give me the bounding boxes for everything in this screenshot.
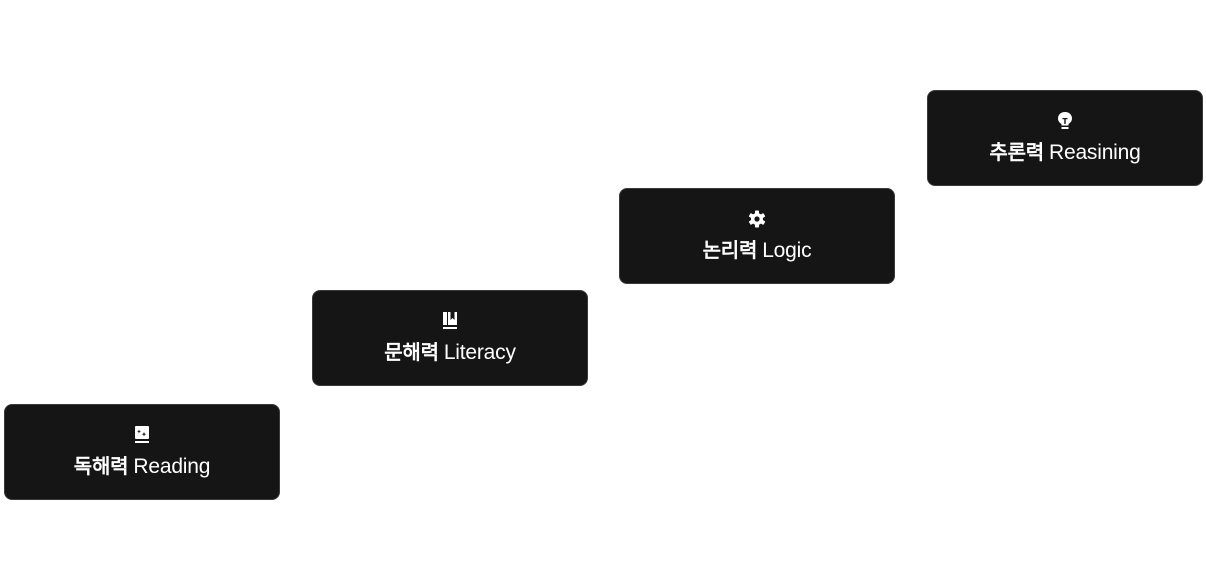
step-label-korean: 논리력 (702, 237, 758, 262)
step-label-english: Reading (133, 454, 211, 478)
lightbulb-icon (1054, 110, 1076, 132)
bookshelf-icon (439, 310, 461, 332)
step-label-english: Logic (762, 238, 812, 262)
step-label-english: Literacy (443, 340, 516, 364)
book-sparkle-icon (131, 424, 153, 446)
step-label-korean: 추론력 (989, 139, 1044, 164)
gear-icon (746, 208, 768, 230)
step-label-korean: 독해력 (73, 453, 129, 478)
step-label-korean: 문해력 (384, 339, 439, 364)
step-label-english: Reasining (1049, 140, 1141, 164)
